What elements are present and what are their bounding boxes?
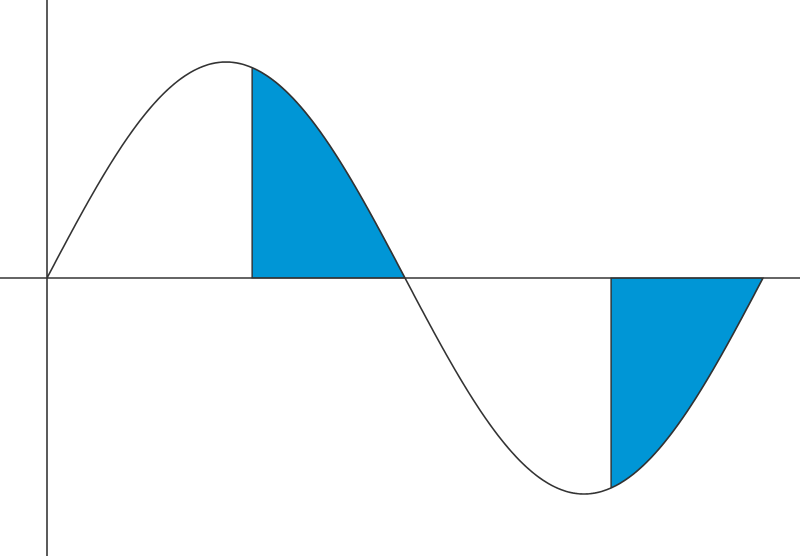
shaded-region-2 xyxy=(610,277,765,490)
shaded-region-1 xyxy=(251,66,407,279)
sine-curve xyxy=(46,61,764,495)
